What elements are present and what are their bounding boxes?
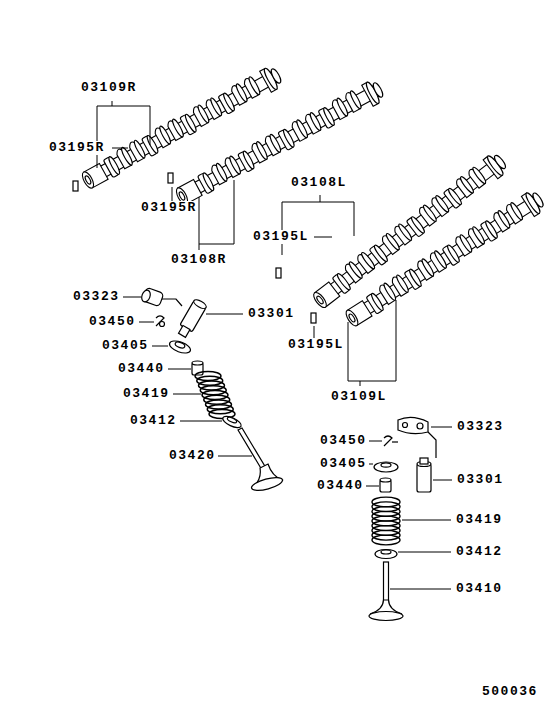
dowel-pin <box>168 173 173 183</box>
intake-valve <box>369 562 403 621</box>
callout-number: 03412 <box>455 545 504 559</box>
dowel-pin <box>73 181 78 191</box>
valve-spring <box>372 497 400 545</box>
callout-number: 03195L <box>252 230 310 244</box>
assembly-line <box>162 299 182 306</box>
assembly-line <box>428 432 436 458</box>
callout-number: 03108R <box>170 253 228 267</box>
callout-number: 03450 <box>319 434 368 448</box>
callout-number: 03410 <box>455 582 504 596</box>
clip <box>156 316 165 327</box>
parts <box>73 173 436 621</box>
valve-spring <box>195 371 235 418</box>
clip <box>384 436 398 446</box>
lash-adjuster <box>417 458 431 492</box>
stem-seal <box>380 478 391 492</box>
camshafts <box>79 64 547 330</box>
leader-lines <box>97 101 452 589</box>
spring-seat <box>375 550 397 559</box>
spring-coil <box>372 535 400 545</box>
camshaft <box>173 78 387 208</box>
dowel-pin <box>276 268 281 278</box>
callout-number: 03440 <box>316 479 365 493</box>
rocker-arm <box>140 287 164 306</box>
callout-number: 03301 <box>456 473 505 487</box>
callout-number: 03420 <box>168 449 217 463</box>
spring-seat <box>221 414 243 430</box>
callout-number: 03323 <box>456 420 505 434</box>
callout-number: 03301 <box>247 307 296 321</box>
callout-number: 03405 <box>319 457 368 471</box>
callout-number: 03108L <box>290 176 348 190</box>
camshaft <box>342 188 547 330</box>
spring-retainer <box>168 339 192 356</box>
spring-retainer <box>374 462 398 472</box>
callout-number: 03440 <box>117 362 166 376</box>
callout-number: 03109R <box>80 81 138 95</box>
dowel-pin <box>311 313 316 323</box>
callout-number: 03412 <box>129 414 178 428</box>
callout-number: 03195R <box>140 201 198 215</box>
figure-number: 500036 <box>481 685 539 699</box>
callout-number: 03450 <box>88 315 137 329</box>
callout-number: 03419 <box>122 387 171 401</box>
callout-number: 03323 <box>72 290 121 304</box>
exhaust-valve <box>238 428 284 493</box>
callout-number: 03109L <box>330 390 388 404</box>
camshaft <box>79 64 285 192</box>
callout-number: 03195R <box>48 141 106 155</box>
callout-number: 03195L <box>287 338 345 352</box>
callout-number: 03405 <box>101 339 150 353</box>
callout-number: 03419 <box>455 513 504 527</box>
rocker-arm <box>398 417 428 433</box>
lash-adjuster <box>176 298 208 339</box>
